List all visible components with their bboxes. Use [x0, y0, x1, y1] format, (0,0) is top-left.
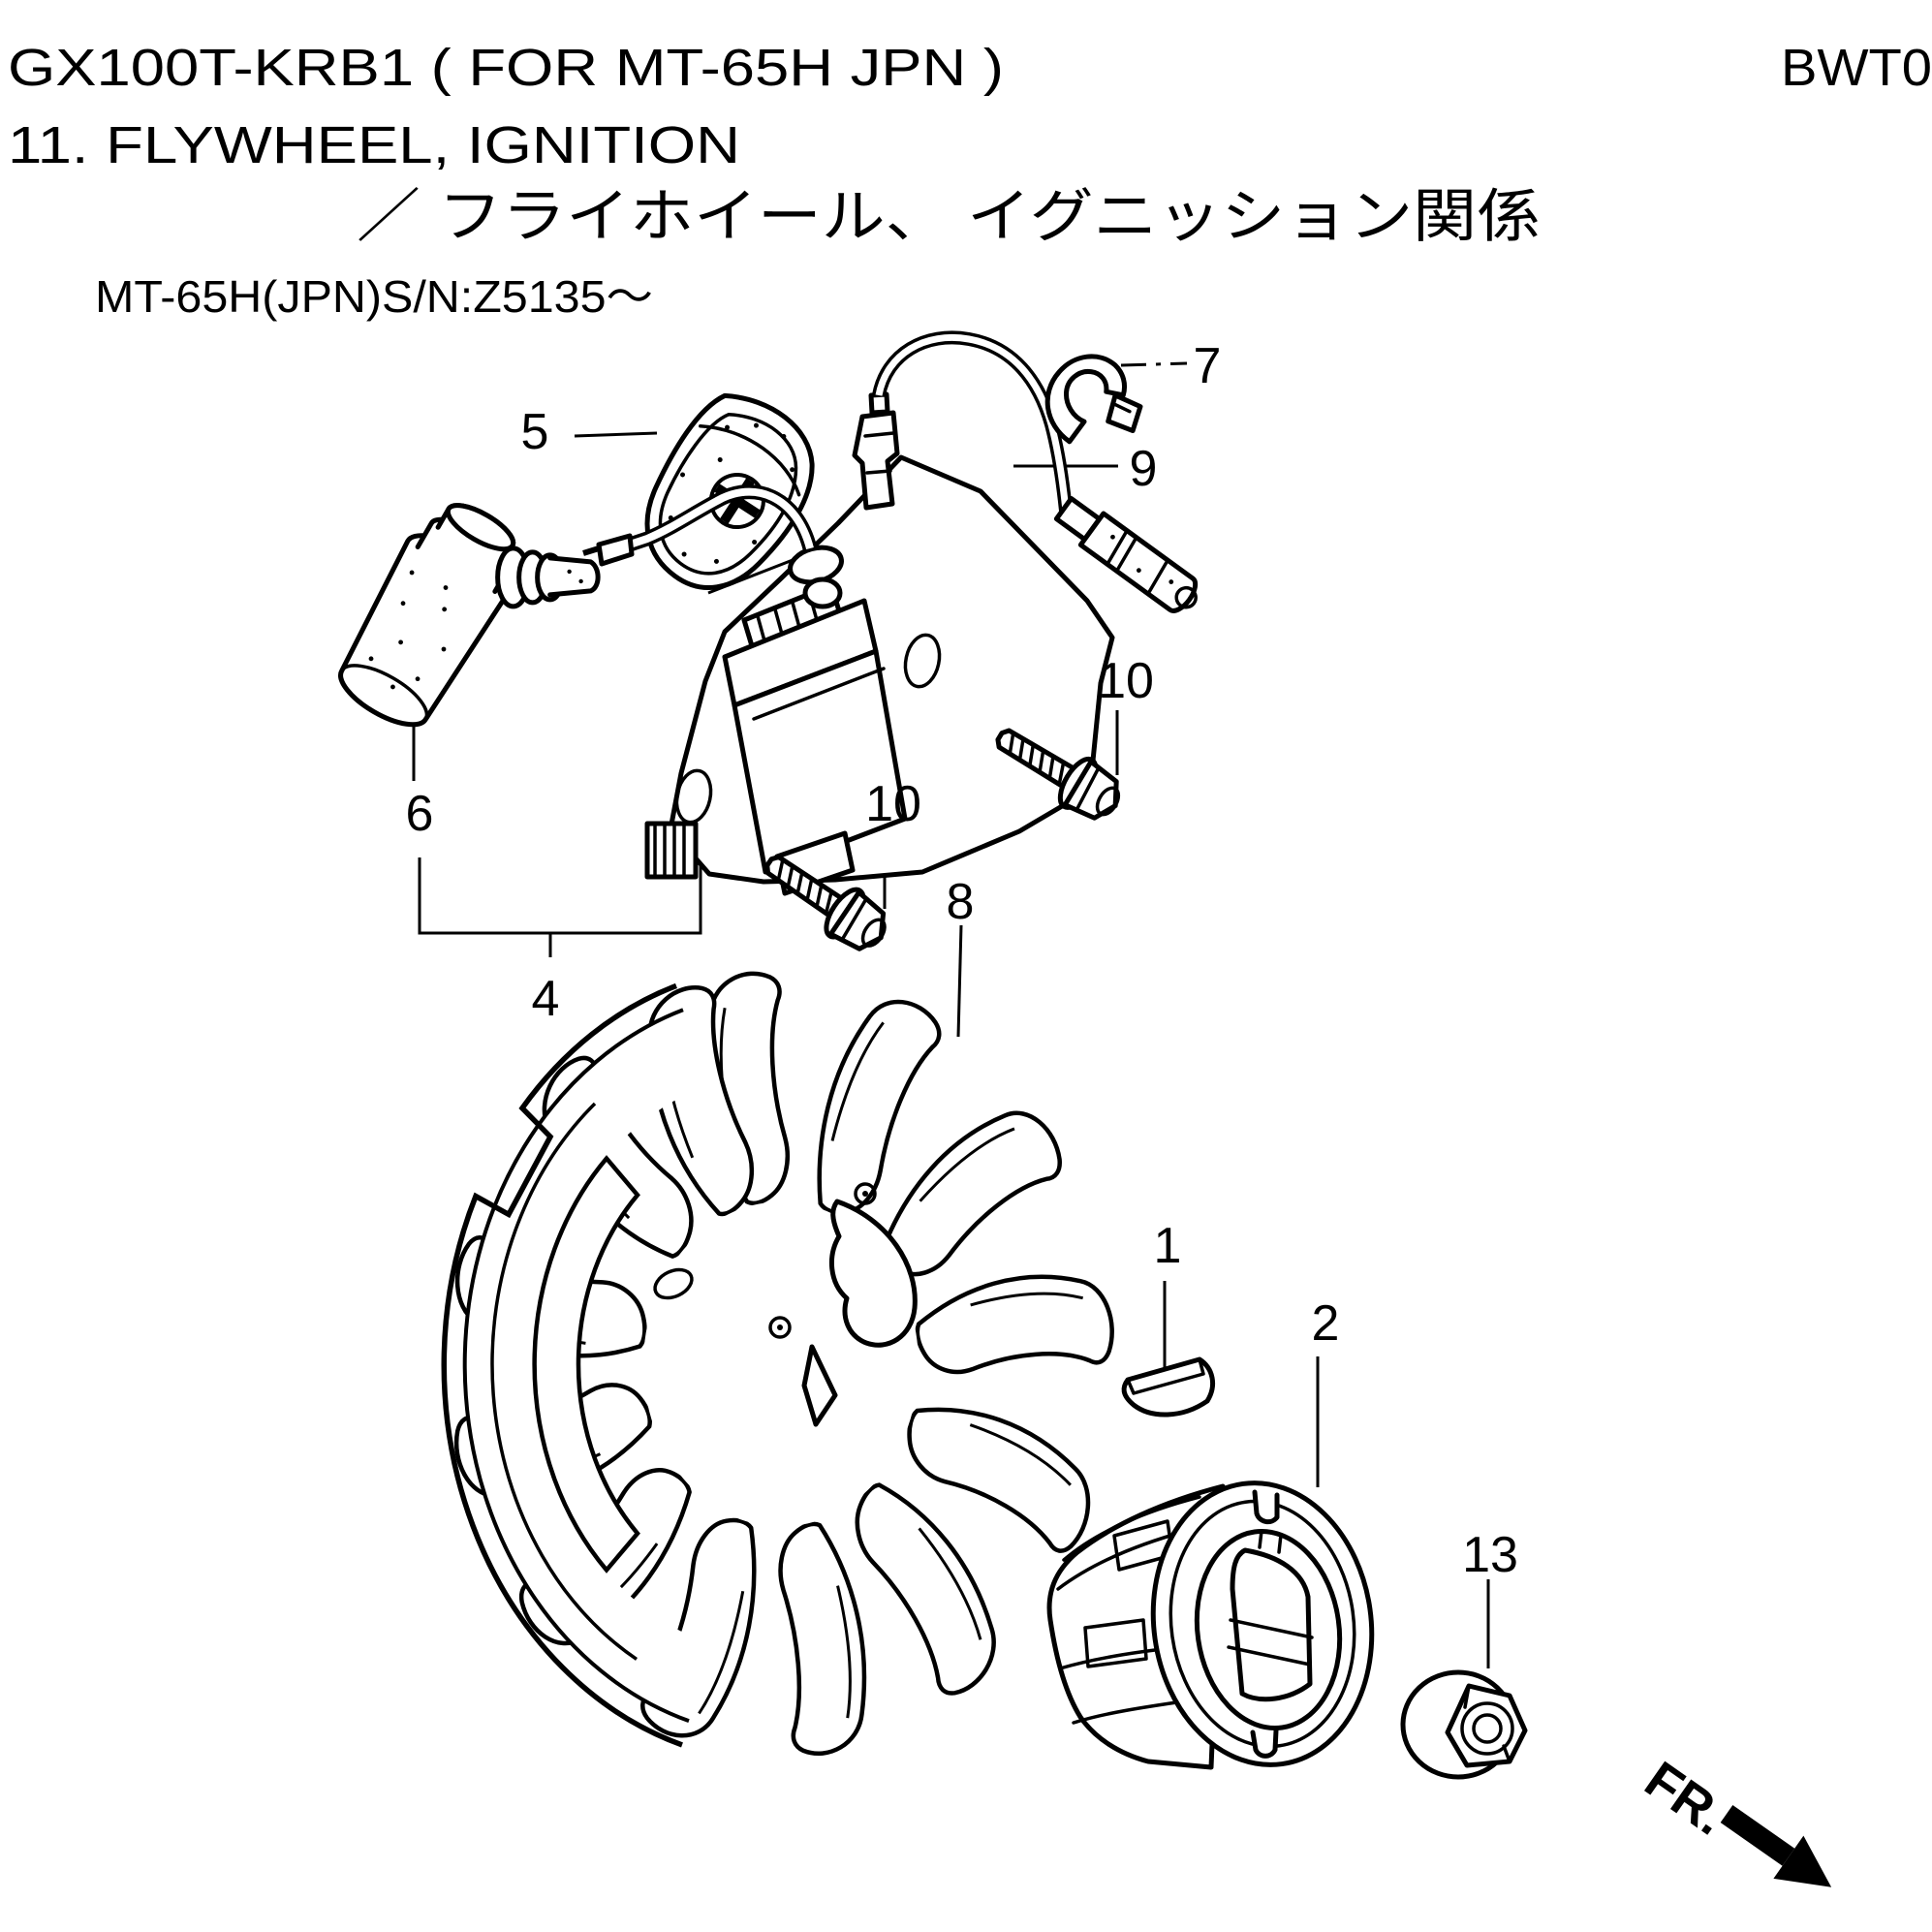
page-code: BWT0	[1781, 39, 1932, 97]
front-direction-indicator: FR.	[1635, 1751, 1832, 1887]
part-1-woodruff-key	[1121, 1356, 1216, 1418]
fr-arrow-icon	[1720, 1804, 1832, 1887]
part-6-spark-plug-cap	[338, 503, 601, 728]
callout-6: 6	[406, 786, 434, 842]
callout-9: 9	[1130, 441, 1158, 497]
fr-label: FR.	[1635, 1751, 1737, 1847]
callout-2: 2	[1312, 1295, 1340, 1352]
part-7-wire-clamp	[1044, 354, 1143, 445]
section-title-japanese: ／ フライホイール、 イグニッション関係	[357, 184, 1541, 249]
callout-5: 5	[521, 404, 549, 460]
serial-range-note: MT-65H(JPN)S/N:Z5135～	[95, 271, 653, 322]
part-13-flange-nut	[1400, 1669, 1528, 1780]
page-title: GX100T-KRB1 ( FOR MT-65H JPN )	[8, 39, 1004, 97]
callout-7: 7	[1194, 338, 1222, 394]
section-title: 11. FLYWHEEL, IGNITION	[8, 116, 740, 174]
part-9-stop-switch-wire	[852, 330, 1199, 613]
part-2-starter-pulley	[1046, 1480, 1375, 1770]
part-8-flywheel	[444, 970, 1114, 1758]
header: GX100T-KRB1 ( FOR MT-65H JPN ) BWT0 11. …	[8, 39, 1932, 322]
stipple-dots	[368, 570, 449, 690]
part-4-ignition-coil-assembly	[582, 454, 1115, 896]
callout-10-right: 10	[1098, 653, 1154, 709]
callout-13: 13	[1462, 1527, 1518, 1583]
callout-10-left: 10	[865, 776, 921, 832]
callout-4: 4	[532, 971, 560, 1027]
callouts: 5 7 9 10 10 6 8 4 1 2 13	[406, 338, 1518, 1583]
callout-8: 8	[947, 874, 975, 930]
callout-1: 1	[1154, 1218, 1182, 1274]
